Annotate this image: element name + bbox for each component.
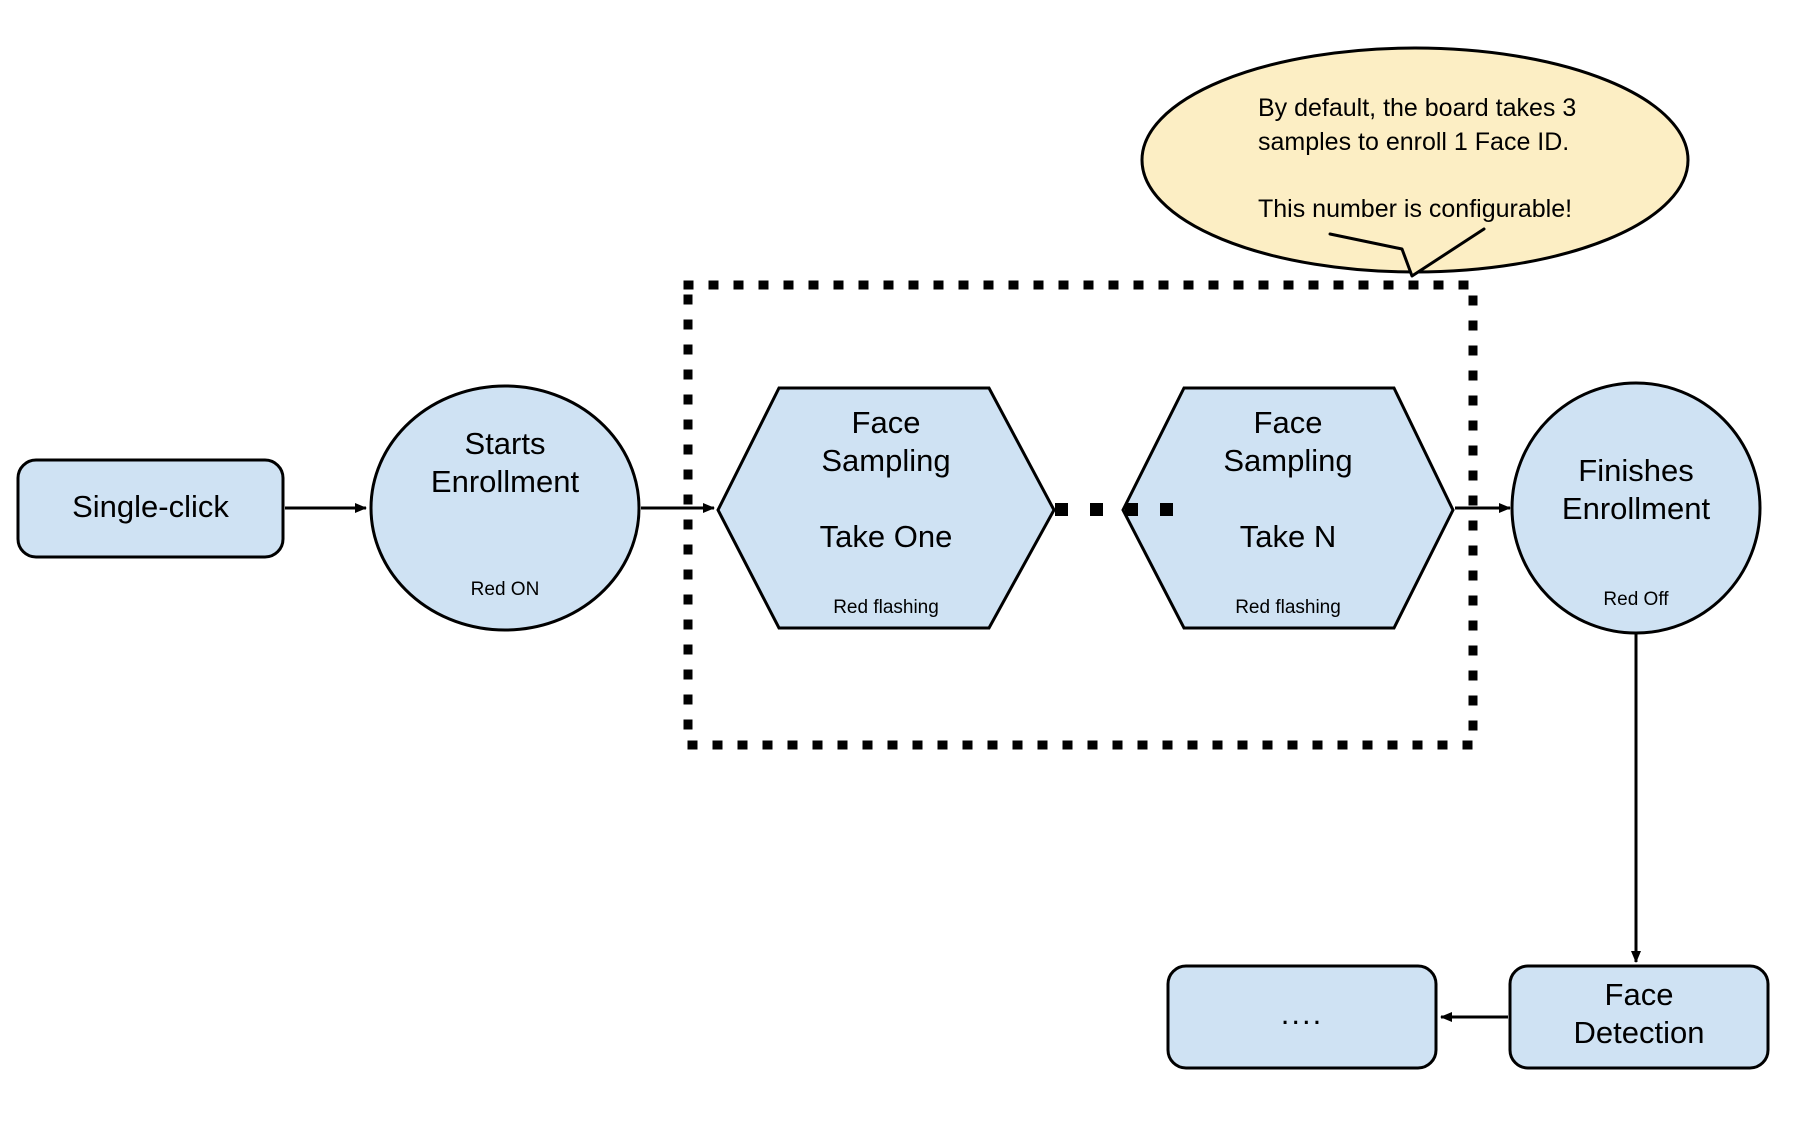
sampling-repeat-ellipsis-icon (1055, 503, 1173, 516)
node-starts-enrollment[interactable] (369, 384, 641, 632)
callout-tail-overlay (1328, 227, 1486, 278)
node-single-click[interactable] (16, 458, 285, 559)
node-face-sampling-take-one[interactable] (716, 386, 1056, 630)
node-face-detection[interactable] (1508, 964, 1770, 1070)
node-finishes-enrollment[interactable] (1510, 381, 1762, 635)
node-face-sampling-take-n[interactable] (1121, 386, 1455, 630)
node-continuation[interactable] (1166, 964, 1438, 1070)
